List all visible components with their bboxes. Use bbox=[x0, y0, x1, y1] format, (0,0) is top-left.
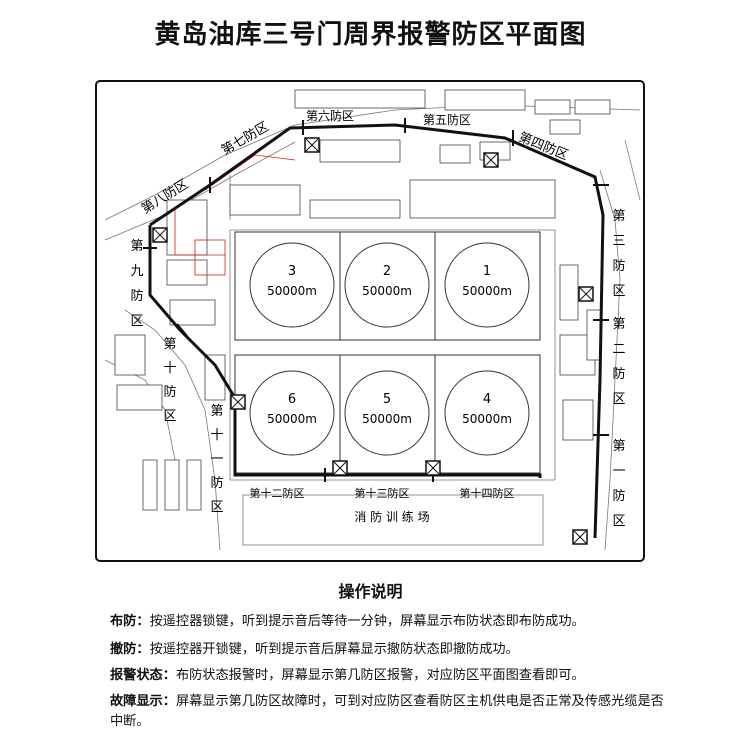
zone-10-label: 第十防区 bbox=[163, 337, 176, 424]
instruction-fault: 故障显示：屏幕显示第几防区故障时，可到对应防区查看防区主机供电是否正常及传感光缆… bbox=[110, 694, 664, 729]
zone-2-label: 第二防区 bbox=[612, 317, 625, 407]
tank-capacity: 50000m bbox=[362, 284, 412, 298]
site-plan-map: 3 50000m 2 50000m 1 50000m 6 50000m 5 50000m 4 5000… bbox=[95, 80, 645, 562]
instruction-alarm: 报警状态：布防状态报警时，屏幕显示第几防区报警，对应防区平面图查看即可。 bbox=[110, 668, 585, 683]
tank-capacity: 50000m bbox=[267, 284, 317, 298]
detector-box bbox=[425, 460, 441, 476]
tank-capacity: 50000m bbox=[362, 412, 412, 426]
zone-detectors bbox=[152, 137, 594, 545]
tank-number: 1 bbox=[483, 264, 491, 279]
zone-6-label: 第六防区 bbox=[306, 108, 354, 123]
zone-5-label: 第五防区 bbox=[423, 112, 471, 127]
tank-3: 3 50000m bbox=[249, 242, 335, 328]
detector-box bbox=[578, 286, 594, 302]
zone-1-label: 第一防区 bbox=[612, 439, 625, 529]
detector-box bbox=[483, 152, 499, 168]
tank-number: 6 bbox=[288, 392, 296, 407]
vertical-zone-labels: 第三防区第二防区第一防区 第九防区第十防区第十一防区 bbox=[130, 209, 625, 529]
tank-1: 1 50000m bbox=[444, 242, 530, 328]
zone-3-label: 第三防区 bbox=[612, 209, 625, 299]
zone-12-label: 第十二防区 bbox=[250, 486, 305, 500]
zone-9-label: 第九防区 bbox=[130, 239, 143, 329]
detector-box bbox=[332, 460, 348, 476]
instructions-heading: 操作说明 bbox=[338, 582, 403, 601]
tank-capacity: 50000m bbox=[462, 412, 512, 426]
detector-box bbox=[152, 227, 168, 243]
buildings bbox=[114, 89, 611, 511]
tank-2: 2 50000m bbox=[344, 242, 430, 328]
tank-number: 5 bbox=[383, 392, 391, 407]
detector-box bbox=[304, 137, 320, 153]
tank-number: 2 bbox=[383, 264, 391, 279]
instruction-arm: 布防：按遥控器锁键，听到提示音后等待一分钟，屏幕显示布防状态即布防成功。 bbox=[110, 614, 585, 629]
detector-box bbox=[230, 394, 246, 410]
perimeter-fence-east bbox=[149, 123, 605, 539]
zone-13-label: 第十三防区 bbox=[355, 486, 410, 500]
instruction-disarm: 撤防：按遥控器开锁键，听到提示音后屏幕显示撤防状态即撤防成功。 bbox=[110, 642, 519, 657]
zone-dividers bbox=[143, 118, 609, 482]
tank-4: 4 50000m bbox=[444, 370, 530, 456]
tank-number: 4 bbox=[483, 392, 491, 407]
page-title: 黄岛油库三号门周界报警防区平面图 bbox=[154, 20, 587, 50]
oil-tanks: 3 50000m 2 50000m 1 50000m 6 50000m 5 50000m 4 5000… bbox=[249, 242, 530, 456]
perimeter-fence-west bbox=[148, 225, 542, 478]
detector-box bbox=[572, 529, 588, 545]
background-roads bbox=[104, 104, 641, 551]
zone-14-label: 第十四防区 bbox=[460, 486, 515, 500]
tank-capacity: 50000m bbox=[267, 412, 317, 426]
tank-capacity: 50000m bbox=[462, 284, 512, 298]
tank-6: 6 50000m bbox=[249, 370, 335, 456]
tank-5: 5 50000m bbox=[344, 370, 430, 456]
zone-11-label: 第十一防区 bbox=[210, 404, 223, 515]
tank-number: 3 bbox=[288, 264, 296, 279]
training-ground-label: 消 防 训 练 场 bbox=[354, 509, 429, 524]
